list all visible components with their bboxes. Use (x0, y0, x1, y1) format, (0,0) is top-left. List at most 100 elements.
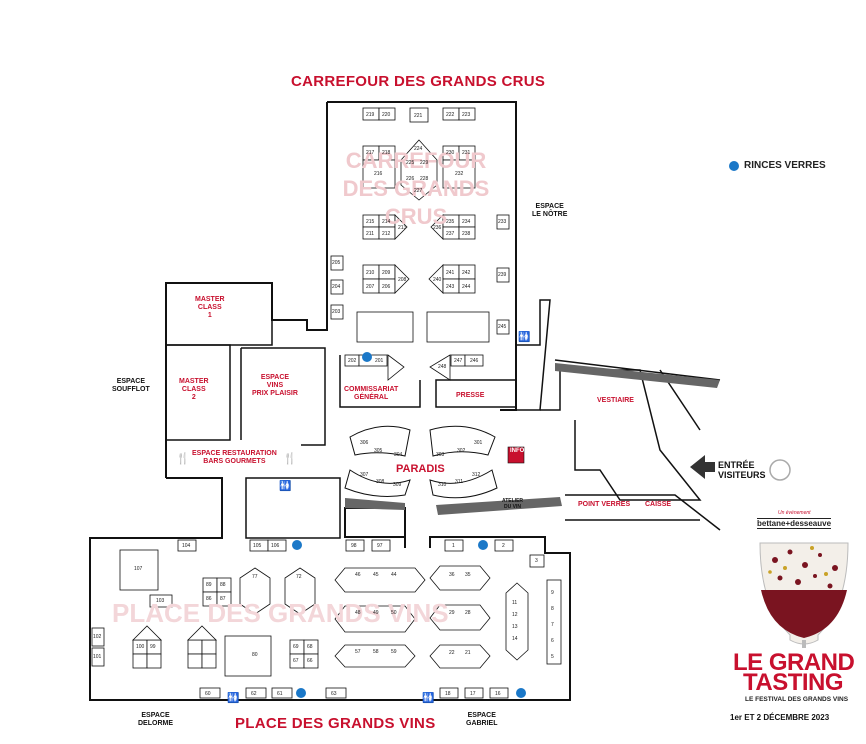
stand-number[interactable]: 211 (366, 231, 374, 237)
stand-number[interactable]: 97 (377, 543, 383, 549)
stand-number[interactable]: 88 (220, 582, 226, 588)
stand-number[interactable]: 86 (206, 596, 212, 602)
stand-number[interactable]: 69 (293, 644, 299, 650)
stand-number[interactable]: 217 (366, 150, 375, 156)
stand-number[interactable]: 242 (462, 270, 471, 276)
stand-number[interactable]: 68 (307, 644, 313, 650)
stand-number[interactable]: 28 (465, 610, 471, 616)
stand-number[interactable]: 63 (331, 691, 337, 697)
stand-number[interactable]: 9 (551, 590, 554, 596)
stand-number[interactable]: 222 (446, 112, 455, 118)
stand-number[interactable]: 304 (394, 452, 403, 458)
stand-number[interactable]: 87 (220, 596, 226, 602)
stand-number[interactable]: 44 (391, 572, 397, 578)
stand-number[interactable]: 66 (307, 658, 313, 664)
stand-number[interactable]: 100 (136, 644, 145, 650)
stand-number[interactable]: 247 (454, 358, 463, 364)
stand-number[interactable]: 237 (446, 231, 455, 237)
stand-number[interactable]: 11 (512, 600, 518, 606)
stand-number[interactable]: 210 (366, 270, 375, 276)
stand-number[interactable]: 36 (449, 572, 455, 578)
stand-number[interactable]: 35 (465, 572, 471, 578)
stand-number[interactable]: 214 (382, 219, 391, 225)
stand-number[interactable]: 102 (93, 634, 102, 640)
stand-number[interactable]: 302 (457, 448, 466, 454)
stand-number[interactable]: 235 (446, 219, 455, 225)
stand-number[interactable]: 98 (351, 543, 357, 549)
stand-number[interactable]: 80 (252, 652, 258, 658)
stand-number[interactable]: 305 (374, 448, 383, 454)
stand-number[interactable]: 232 (455, 171, 464, 177)
stand-number[interactable]: 246 (470, 358, 479, 364)
stand-number[interactable]: 203 (332, 309, 341, 315)
stand-number[interactable]: 209 (382, 270, 391, 276)
stand-number[interactable]: 22 (449, 650, 455, 656)
stand-number[interactable]: 12 (512, 612, 518, 618)
stand-number[interactable]: 206 (382, 284, 391, 290)
stand-number[interactable]: 218 (382, 150, 391, 156)
stand-number[interactable]: 2 (502, 543, 505, 549)
stand-number[interactable]: 308 (376, 479, 385, 485)
stand-number[interactable]: 60 (205, 691, 211, 697)
stand-number[interactable]: 3 (535, 558, 538, 564)
stand-number[interactable]: 101 (93, 654, 102, 660)
stand-number[interactable]: 48 (355, 610, 361, 616)
stand-number[interactable]: 228 (420, 176, 429, 182)
stand-number[interactable]: 216 (374, 171, 383, 177)
stand-number[interactable]: 57 (355, 649, 361, 655)
stand-number[interactable]: 220 (382, 112, 391, 118)
stand-number[interactable]: 61 (277, 691, 283, 697)
stand-number[interactable]: 5 (551, 654, 554, 660)
stand-number[interactable]: 219 (366, 112, 375, 118)
stand-number[interactable]: 18 (445, 691, 451, 697)
stand-number[interactable]: 99 (150, 644, 156, 650)
stand-number[interactable]: 223 (462, 112, 471, 118)
stand-number[interactable]: 58 (373, 649, 379, 655)
stand-number[interactable]: 307 (360, 472, 369, 478)
stand-number[interactable]: 17 (470, 691, 476, 697)
stand-number[interactable]: 243 (446, 284, 455, 290)
stand-number[interactable]: 107 (134, 566, 143, 572)
stand-number[interactable]: 50 (391, 610, 397, 616)
stand-number[interactable]: 21 (465, 650, 471, 656)
stand-number[interactable]: 106 (271, 543, 280, 549)
stand-number[interactable]: 241 (446, 270, 455, 276)
stand-number[interactable]: 226 (406, 176, 415, 182)
stand-number[interactable]: 245 (498, 324, 507, 330)
stand-number[interactable]: 103 (156, 598, 165, 604)
stand-number[interactable]: 312 (472, 472, 481, 478)
stand-number[interactable]: 89 (206, 582, 212, 588)
stand-number[interactable]: 215 (366, 219, 375, 225)
stand-number[interactable]: 77 (252, 574, 258, 580)
stand-number[interactable]: 59 (391, 649, 397, 655)
stand-number[interactable]: 8 (551, 606, 554, 612)
stand-number[interactable]: 224 (414, 146, 423, 152)
stand-number[interactable]: 239 (498, 272, 507, 278)
stand-number[interactable]: 29 (449, 610, 455, 616)
stand-number[interactable]: 309 (393, 482, 402, 488)
stand-number[interactable]: 72 (296, 574, 302, 580)
stand-number[interactable]: 205 (332, 260, 341, 266)
stand-number[interactable]: 207 (366, 284, 375, 290)
stand-number[interactable]: 14 (512, 636, 518, 642)
stand-number[interactable]: 7 (551, 622, 554, 628)
stand-number[interactable]: 49 (373, 610, 379, 616)
stand-number[interactable]: 67 (293, 658, 299, 664)
stand-number[interactable]: 236 (433, 225, 442, 231)
stand-number[interactable]: 62 (251, 691, 257, 697)
stand-number[interactable]: 45 (373, 572, 379, 578)
stand-number[interactable]: 311 (455, 479, 463, 485)
stand-number[interactable]: 227 (414, 188, 423, 194)
stand-number[interactable]: 306 (360, 440, 369, 446)
stand-number[interactable]: 310 (438, 482, 447, 488)
stand-number[interactable]: 208 (398, 277, 407, 283)
stand-number[interactable]: 248 (438, 364, 447, 370)
stand-number[interactable]: 213 (398, 225, 407, 231)
stand-number[interactable]: 105 (253, 543, 262, 549)
stand-number[interactable]: 46 (355, 572, 361, 578)
stand-number[interactable]: 13 (512, 624, 518, 630)
stand-number[interactable]: 16 (495, 691, 501, 697)
stand-number[interactable]: 221 (414, 113, 423, 119)
stand-number[interactable]: 303 (436, 452, 445, 458)
stand-number[interactable]: 212 (382, 231, 391, 237)
